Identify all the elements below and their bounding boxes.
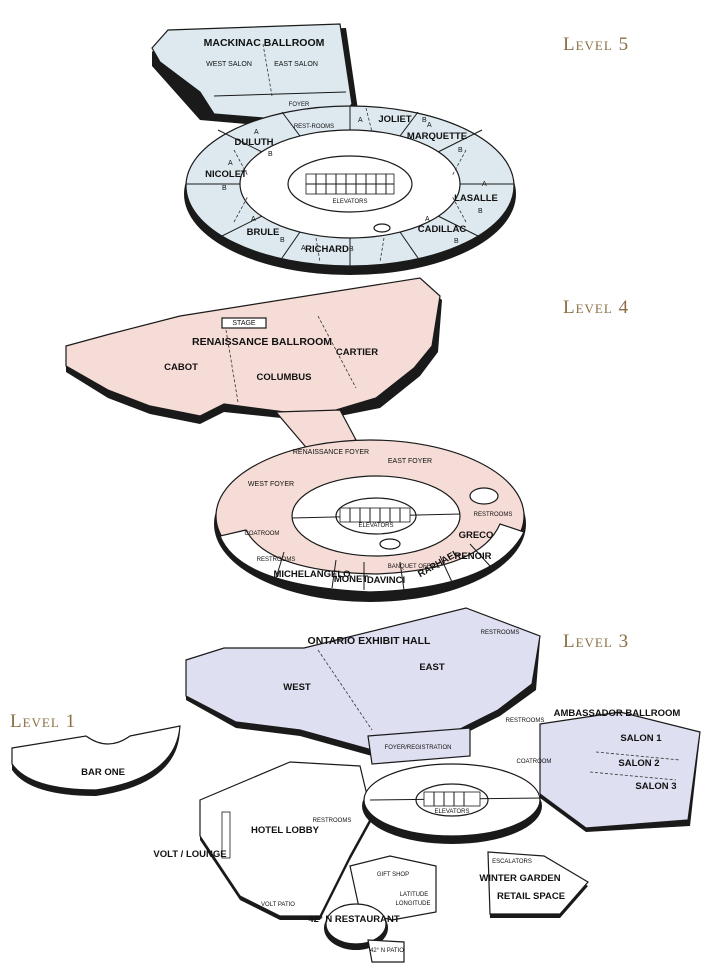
gift-shop-label: GIFT SHOP [377, 872, 409, 878]
l4-restrooms-west-label: RESTROOMS [257, 557, 296, 563]
l4-restrooms-east-label: RESTROOMS [474, 512, 513, 518]
marquette-label: MARQUETTE [407, 131, 467, 142]
renaissance-ballroom-label: RENAISSANCE BALLROOM [192, 336, 332, 348]
volt-patio-label: VOLT PATIO [261, 902, 295, 908]
l5-restrooms-label: REST-ROOMS [294, 124, 334, 130]
retail-space-label: RETAIL SPACE [497, 891, 565, 902]
ambassador-ballroom[interactable] [539, 711, 701, 829]
cadillac-a: A [425, 216, 430, 223]
l3-restrooms-lobby-label: RESTROOMS [313, 818, 352, 824]
level-3-title: Level 3 [563, 631, 630, 652]
renaissance-foyer-label: RENAISSANCE FOYER [293, 449, 369, 456]
level-4-title: Level 4 [563, 297, 630, 318]
west-salon-label: WEST SALON [206, 61, 252, 68]
ontario-exhibit-hall-label: ONTARIO EXHIBIT HALL [308, 635, 431, 647]
ontario-exhibit-hall[interactable] [185, 607, 541, 751]
salon-3-label: SALON 3 [635, 781, 676, 792]
stage-label: STAGE [232, 320, 256, 327]
l4-coatroom-label: COATROOM [245, 531, 280, 537]
foyer-registration[interactable] [367, 727, 471, 765]
monet-label: MONET [334, 574, 369, 585]
cartier-label: CARTIER [336, 347, 378, 358]
volt-lounge-label: VOLT / LOUNGE [153, 849, 226, 860]
latitude-label: LATITUDE [400, 892, 429, 898]
lasalle-a: A [482, 181, 487, 188]
joliet-a: A [358, 117, 363, 124]
l3-coatroom-label: COATROOM [517, 759, 552, 765]
bar-one[interactable] [11, 725, 181, 791]
level-4-plan: STAGE RENAISSANCE BALLROOM CABOT COLUMBU… [65, 277, 526, 602]
west-label: WEST [283, 682, 311, 693]
east-foyer-label: EAST FOYER [388, 458, 432, 465]
west-foyer-label: WEST FOYER [248, 481, 294, 488]
richard-label: RICHARD [305, 244, 349, 255]
brule-label: BRULE [247, 227, 280, 238]
level-1-plan: BAR ONE [11, 725, 181, 796]
renoir-label: RENOIR [455, 551, 492, 562]
salon-1-label: SALON 1 [620, 733, 662, 744]
mackinac-ballroom-label: MACKINAC BALLROOM [204, 37, 325, 49]
joliet-label: JOLIET [378, 114, 411, 125]
lasalle-label: LASALLE [454, 193, 498, 204]
hotel-lobby[interactable] [199, 761, 373, 917]
l5-foyer-label: FOYER [289, 102, 310, 108]
winter-garden-label: WINTER GARDEN [479, 873, 560, 884]
l3-restrooms-right-label: RESTROOMS [506, 718, 545, 724]
salon-2-label: SALON 2 [618, 758, 659, 769]
michelangelo-label: MICHELANGELO [273, 569, 350, 580]
patio-label: 42° N PATIO [370, 948, 404, 954]
banquet-office-label: BANQUET OFFICE [388, 564, 441, 570]
ambassador-ballroom-label: AMBASSADOR BALLROOM [554, 708, 681, 719]
marquette-a: A [427, 122, 432, 129]
nicolet-b: B [222, 185, 227, 192]
l3-restrooms-top-label: RESTROOMS [481, 630, 520, 636]
duluth-a: A [254, 129, 259, 136]
columbus-label: COLUMBUS [257, 372, 312, 383]
l3-elevators-label: ELEVATORS [434, 809, 469, 815]
brule-a: A [251, 216, 256, 223]
level-3-plan: ONTARIO EXHIBIT HALL WEST EAST RESTROOMS… [153, 607, 701, 963]
stage [221, 317, 267, 329]
foyer-registration-label: FOYER/REGISTRATION [385, 745, 452, 751]
level-5-title: Level 5 [563, 34, 630, 55]
level-1-title: Level 1 [10, 711, 77, 732]
greco-label: GRECO [459, 530, 494, 541]
l4-elevators-label: ELEVATORS [358, 523, 393, 529]
restaurant-label: 42° N RESTAURANT [308, 914, 399, 925]
cadillac-label: CADILLAC [418, 224, 467, 235]
hotel-lobby-label: HOTEL LOBBY [251, 825, 320, 836]
east-label: EAST [419, 662, 445, 673]
winter-garden-retail[interactable] [487, 851, 589, 915]
renaissance-ballroom[interactable] [65, 277, 441, 417]
cadillac-b: B [454, 238, 459, 245]
cabot-label: CABOT [164, 362, 198, 373]
escalators-label: ESCALATORS [492, 859, 532, 865]
duluth-b: B [268, 151, 273, 158]
davinci-label: DAVINCI [367, 575, 405, 586]
nicolet-label: NICOLET [205, 169, 247, 180]
joliet-b: B [422, 117, 427, 124]
richard-a: A [301, 245, 306, 252]
brule-b: B [280, 237, 285, 244]
nicolet-a: A [228, 160, 233, 167]
richard-b: B [349, 246, 354, 253]
east-salon-label: EAST SALON [274, 61, 318, 68]
bar-one-label: BAR ONE [81, 767, 125, 778]
restaurant[interactable] [325, 903, 387, 945]
marquette-b: B [458, 147, 463, 154]
restaurant-patio [367, 939, 405, 963]
lasalle-b: B [478, 208, 483, 215]
longitude-label: LONGITUDE [395, 901, 430, 907]
l5-elevators-label: ELEVATORS [332, 199, 367, 205]
level-5-plan: MACKINAC BALLROOM WEST SALON EAST SALON … [151, 23, 516, 275]
duluth-label: DULUTH [234, 137, 273, 148]
